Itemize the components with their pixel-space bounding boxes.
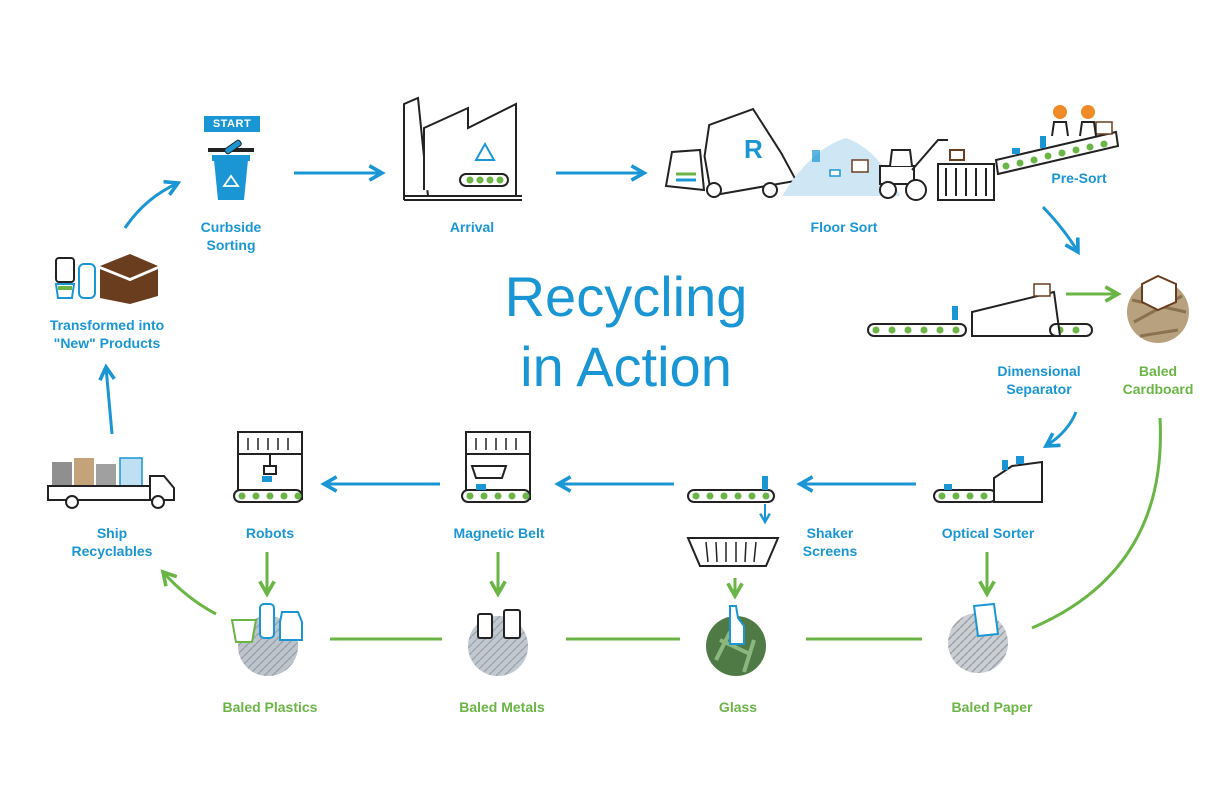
output-lines	[160, 285, 1162, 641]
robots-icon	[233, 431, 303, 503]
label-baled-metals: Baled Metals	[459, 699, 545, 715]
recycle-symbol-icon	[474, 141, 496, 161]
label-ship-recyclables: Ship Recyclables	[71, 525, 153, 559]
workers-icon	[1051, 105, 1097, 137]
flow-arrows	[98, 164, 1080, 493]
arrival-belt-gears	[466, 176, 504, 184]
magnetic-belt-icon	[461, 431, 531, 503]
optical-sorter-icon	[933, 456, 1043, 503]
label-arrival: Arrival	[449, 219, 495, 235]
label-baled-paper: Baled Paper	[951, 699, 1033, 715]
recycling-bin-icon	[208, 139, 254, 200]
title-line-2: in Action	[520, 335, 732, 398]
label-dimensional-separator: Dimensional Separator	[997, 363, 1081, 397]
label-robots: Robots	[245, 525, 295, 541]
presort-conveyor-icon	[994, 121, 1120, 176]
dimensional-separator-icon	[867, 283, 1093, 337]
truck-logo-letter: R	[744, 134, 763, 164]
baled-cardboard-image	[1127, 274, 1189, 343]
title-line-1: Recycling	[504, 265, 748, 328]
dumpster-icon	[937, 149, 995, 201]
baled-paper-image	[948, 602, 1008, 673]
new-products-icon	[54, 254, 159, 304]
line-cardboard-to-paper	[1031, 417, 1162, 630]
label-transformed-products: Transformed into "New" Products	[49, 317, 165, 351]
label-glass: Glass	[718, 699, 758, 715]
label-shaker-screens: Shaker Screens	[802, 525, 858, 559]
arrow-dimensional-to-optical	[1042, 411, 1078, 448]
garbage-truck-icon	[664, 107, 798, 198]
arrow-transformed-to-curbside	[123, 179, 182, 229]
start-badge: START	[204, 116, 260, 132]
label-floor-sort: Floor Sort	[810, 219, 878, 235]
baled-metals-image	[468, 609, 528, 676]
diagram-title: Recycling in Action	[505, 262, 748, 402]
arrow-plastics-to-ship	[160, 569, 217, 616]
flatbed-truck-icon	[47, 457, 175, 509]
factory-icon	[403, 96, 522, 201]
label-optical-sorter: Optical Sorter	[941, 525, 1035, 541]
waste-pile-icon	[782, 138, 900, 196]
label-pre-sort: Pre-Sort	[1051, 170, 1107, 186]
label-magnetic-belt: Magnetic Belt	[453, 525, 545, 541]
label-baled-cardboard: Baled Cardboard	[1122, 363, 1194, 397]
shaker-screens-icon	[686, 476, 780, 567]
label-baled-plastics: Baled Plastics	[222, 699, 318, 715]
arrow-ship-to-transformed	[98, 363, 116, 435]
arrow-presort-to-dimensional	[1041, 205, 1080, 256]
tractor-icon	[879, 139, 948, 201]
glass-image	[706, 605, 766, 676]
label-curbside-sorting: Curbside Sorting	[200, 219, 262, 253]
baled-plastics-image	[230, 603, 303, 676]
